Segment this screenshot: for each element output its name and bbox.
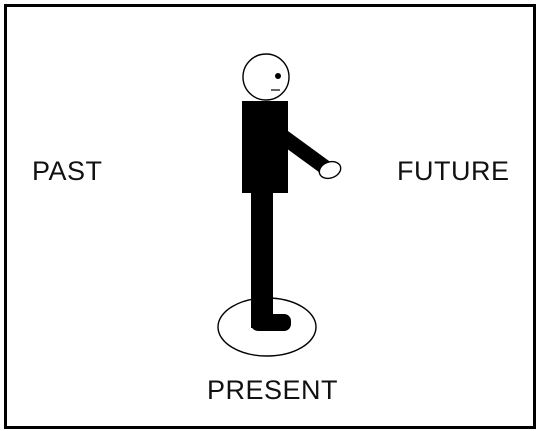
eye-icon	[275, 73, 281, 79]
future-label: FUTURE	[397, 156, 510, 187]
leg	[251, 192, 273, 328]
head-icon	[243, 54, 289, 100]
past-label: PAST	[32, 156, 103, 187]
present-label: PRESENT	[207, 375, 338, 406]
foot	[251, 314, 291, 331]
torso	[242, 101, 288, 193]
